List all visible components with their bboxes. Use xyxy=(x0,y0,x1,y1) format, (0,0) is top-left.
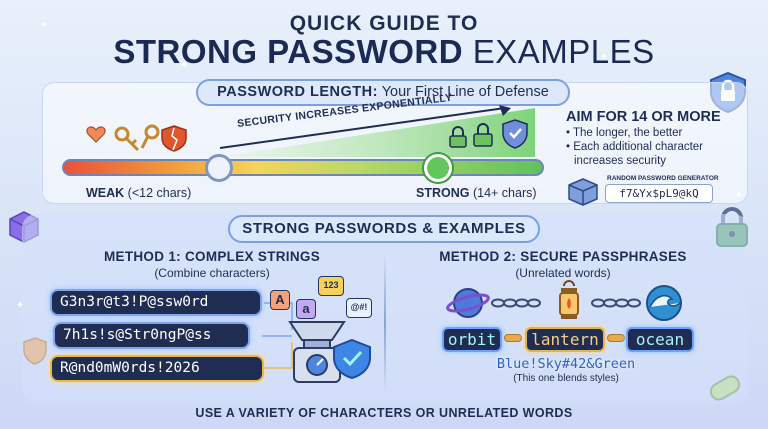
sparkle-icon: ✦ xyxy=(16,300,25,311)
lock-icon xyxy=(473,123,493,147)
method1-subtitle: (Combine characters) xyxy=(154,266,270,280)
aim-point: Each additional character increases secu… xyxy=(566,140,726,168)
lock-icon xyxy=(449,126,467,148)
symbols-chip: @#! xyxy=(346,298,372,318)
strong-label-bold: STRONG xyxy=(416,186,470,200)
uppercase-chip: A xyxy=(270,290,290,310)
strength-bar xyxy=(62,159,544,176)
sparkle-icon: ✦ xyxy=(600,52,609,63)
password-example: R@nd0mW0rds!2026 xyxy=(50,355,264,382)
guide-subtitle: QUICK GUIDE TO xyxy=(289,12,479,35)
word-separator xyxy=(504,334,522,342)
broken-keys-icon xyxy=(86,124,187,152)
method2-title: METHOD 2: SECURE PASSPHRASES xyxy=(439,249,687,264)
examples-section-title: STRONG PASSWORDS & EXAMPLES xyxy=(228,215,540,243)
password-example: 7h1s!s@Str0ngP@ss xyxy=(53,322,250,349)
chain-icon xyxy=(591,298,641,308)
lowercase-chip: a xyxy=(296,299,316,319)
numbers-chip: 123 xyxy=(318,276,344,296)
password-example: G3n3r@t3!P@ssw0rd xyxy=(50,289,262,316)
method2-subtitle: (Unrelated words) xyxy=(515,266,611,280)
passphrase-word: ocean xyxy=(626,327,694,352)
blended-note: (This one blends styles) xyxy=(513,373,619,384)
passphrase-word: lantern xyxy=(525,327,605,352)
aim-title: AIM FOR 14 OR MORE xyxy=(566,109,721,125)
weak-label-bold: WEAK xyxy=(86,186,125,200)
weak-marker xyxy=(205,154,233,182)
title-bold: STRONG PASSWORD xyxy=(113,33,464,70)
weak-label-rest: (<12 chars) xyxy=(124,186,192,200)
length-title-rest: Your First Line of Defense xyxy=(377,84,549,100)
ocean-wave-icon xyxy=(646,285,682,321)
strong-label-rest: (14+ chars) xyxy=(469,186,537,200)
chain-icon xyxy=(491,298,541,308)
sparkle-icon: ✦ xyxy=(180,60,189,71)
method1-title: METHOD 1: COMPLEX STRINGS xyxy=(103,249,320,264)
length-title-bold: PASSWORD LENGTH: xyxy=(217,84,378,100)
weak-label: WEAK (<12 chars) xyxy=(86,186,191,200)
planet-icon xyxy=(446,288,490,318)
aim-list: The longer, the better Each additional c… xyxy=(566,126,726,168)
word-separator xyxy=(607,334,625,342)
aim-point: The longer, the better xyxy=(566,126,726,140)
passphrase-word: orbit xyxy=(442,327,502,352)
generated-password[interactable]: f7&Yx$pL9@kQ xyxy=(605,184,713,203)
lantern-icon xyxy=(559,280,579,319)
generator-box-icon xyxy=(568,178,598,206)
guide-title: STRONG PASSWORD EXAMPLES xyxy=(0,33,768,71)
blended-passphrase: Blue!Sky#42&Green xyxy=(496,356,636,372)
shield-icon xyxy=(502,119,528,149)
sparkle-icon: ✦ xyxy=(40,20,49,31)
mixer-machine-icon xyxy=(288,321,371,383)
generator-label: RANDOM PASSWORD GENERATOR xyxy=(607,175,719,182)
strong-label: STRONG (14+ chars) xyxy=(416,186,537,200)
length-section-title: PASSWORD LENGTH: Your First Line of Defe… xyxy=(196,79,570,106)
strong-marker xyxy=(424,154,452,182)
method-divider xyxy=(384,252,386,394)
footer-tip: USE A VARIETY OF CHARACTERS OR UNRELATED… xyxy=(195,406,573,420)
title-light: EXAMPLES xyxy=(463,33,655,70)
